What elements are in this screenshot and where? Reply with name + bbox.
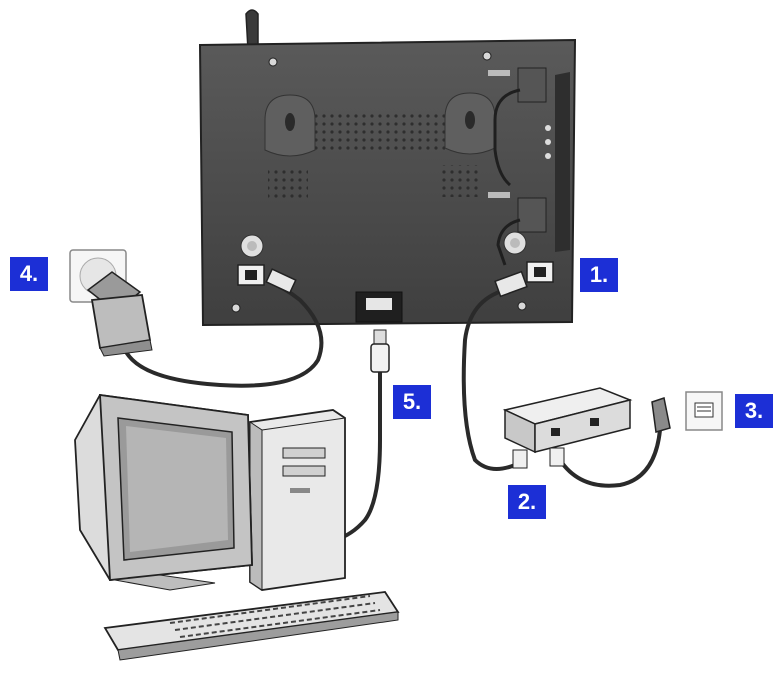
- step-label-2: 2.: [508, 485, 546, 519]
- usb-plug-icon: [371, 330, 389, 372]
- step-label-5: 5.: [393, 385, 431, 419]
- phone-jack-icon: [652, 392, 722, 432]
- step-label-4: 4.: [10, 257, 48, 291]
- step-label-3: 3.: [735, 394, 773, 428]
- desktop-computer-icon: [75, 395, 398, 660]
- step-label-1: 1.: [580, 258, 618, 292]
- power-adapter-icon: [88, 272, 152, 356]
- dsl-splitter-icon: [505, 388, 630, 468]
